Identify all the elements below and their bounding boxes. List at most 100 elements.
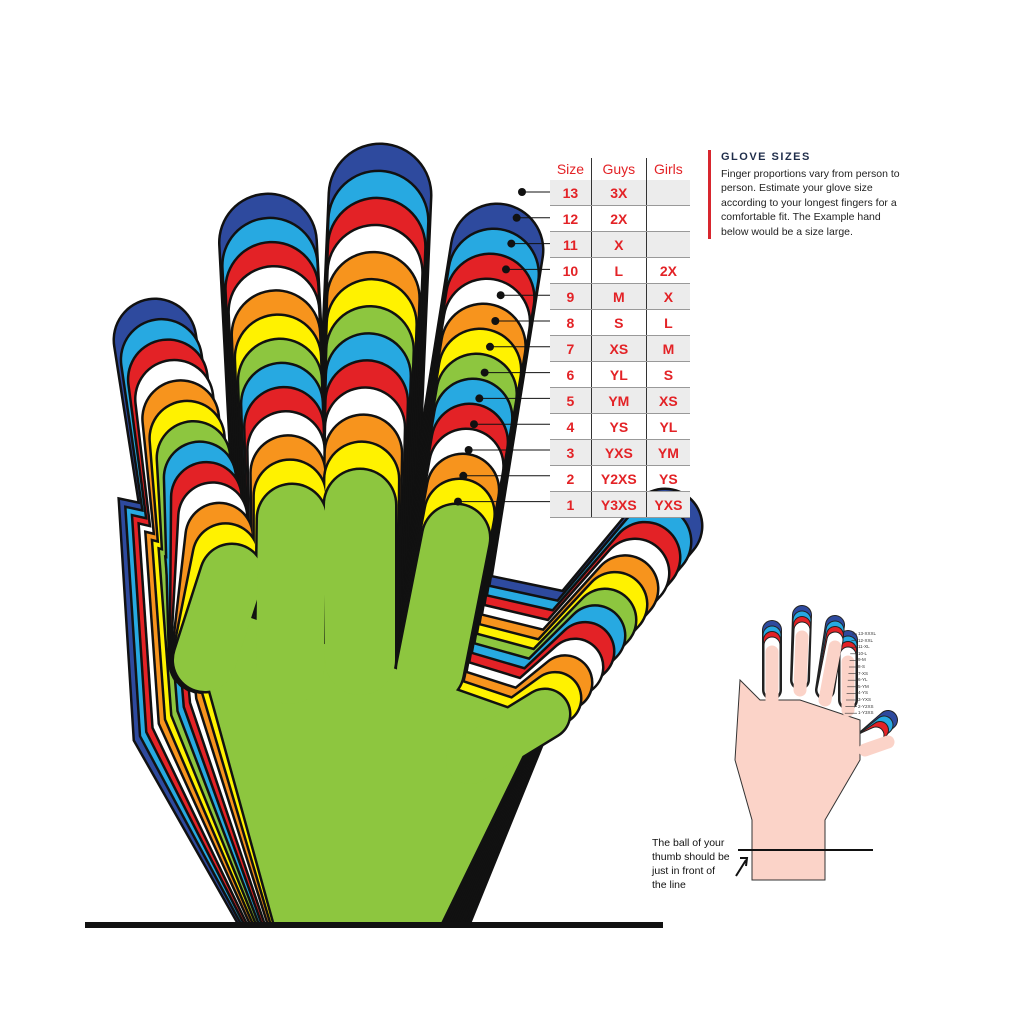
example-size-label: 9-M (858, 657, 866, 663)
cell-guys: XS (590, 335, 647, 362)
info-panel: GLOVE SIZES Finger proportions vary from… (708, 150, 911, 239)
cell-guys: YL (590, 361, 647, 388)
cell-size: 11 (550, 231, 592, 258)
cell-girls: 2X (645, 257, 690, 284)
size-dot (512, 213, 521, 222)
size-layer (171, 467, 572, 928)
cell-guys: YS (590, 413, 647, 440)
example-size-label: 7-XS (858, 670, 869, 676)
example-size-label: 12-XXL (858, 637, 874, 643)
cell-size: 13 (550, 180, 592, 206)
pinky-finger (174, 545, 263, 691)
cell-size: 5 (550, 387, 592, 414)
example-size-label: 3-YXS (858, 697, 872, 702)
example-size-label: 6-YL (858, 677, 868, 683)
size-dot (470, 420, 478, 429)
example-size-label: 8-S (858, 664, 866, 669)
cell-girls (645, 180, 690, 206)
size-dot (459, 471, 468, 480)
cell-size: 8 (550, 309, 592, 336)
cell-girls: S (645, 361, 690, 388)
size-dot (454, 497, 462, 506)
arrow-icon (735, 857, 749, 877)
cell-size: 9 (550, 283, 592, 310)
example-finger (857, 727, 884, 748)
example-note: The ball of your thumb should be just in… (652, 837, 730, 891)
cell-size: 7 (550, 335, 592, 362)
size-dot (518, 188, 526, 196)
cell-size: 4 (550, 413, 592, 440)
cell-girls: L (645, 309, 690, 336)
example-finger-skin (858, 735, 895, 757)
example-size-label: 11-XL (858, 644, 870, 650)
cell-girls: X (645, 283, 690, 310)
cell-guys: YXS (590, 439, 647, 466)
cell-size: 12 (550, 205, 592, 232)
header-guys: Guys (590, 158, 647, 180)
cell-girls: XS (645, 387, 690, 414)
size-dot (486, 342, 494, 351)
header-size: Size (556, 161, 585, 177)
info-text: Finger proportions vary from person to p… (721, 167, 900, 238)
example-size-label: 4-YS (858, 690, 869, 696)
cell-guys: L (590, 257, 647, 284)
cell-size: 3 (550, 439, 592, 466)
cell-girls: YL (645, 413, 690, 440)
info-title: GLOVE SIZES (721, 151, 811, 163)
example-hand (734, 605, 898, 881)
cell-guys: 2X (590, 205, 647, 232)
cell-girls (645, 205, 690, 232)
size-dot (502, 265, 510, 274)
size-dot (496, 291, 505, 300)
cell-guys: S (590, 309, 647, 336)
cell-girls: YXS (645, 491, 690, 518)
cell-size: 10 (550, 257, 592, 284)
cell-girls: YM (645, 439, 690, 466)
size-dot (507, 239, 516, 248)
cell-guys: X (590, 231, 647, 258)
cell-guys: Y3XS (590, 491, 647, 518)
cell-size: 1 (550, 491, 592, 518)
cell-girls: YS (645, 465, 690, 492)
size-dot (491, 317, 500, 325)
example-finger-skin (793, 630, 809, 697)
baseline (85, 922, 663, 928)
index-finger (397, 505, 489, 703)
cell-guys: M (590, 283, 647, 310)
cell-girls (645, 231, 690, 258)
example-size-label: 1-Y3XS (858, 710, 874, 716)
example-size-label: 2-Y2XS (858, 703, 874, 709)
table-header: Size Guys Girls (550, 158, 690, 180)
cell-girls: M (645, 335, 690, 362)
cell-guys: YM (590, 387, 647, 414)
example-finger-skin (818, 640, 842, 707)
cell-guys: Y2XS (590, 465, 647, 492)
example-size-label: 13-XXXL (858, 631, 877, 636)
cell-size: 2 (550, 465, 592, 492)
size-dot (475, 394, 484, 403)
cell-size: 6 (550, 361, 592, 388)
example-size-label: 5-YM (858, 683, 869, 689)
size-dot (480, 368, 489, 377)
header-girls: Girls (645, 158, 690, 180)
ring-finger (256, 485, 326, 704)
thumb-finger (446, 690, 569, 784)
cell-guys: 3X (590, 180, 647, 206)
size-dot (464, 446, 473, 454)
